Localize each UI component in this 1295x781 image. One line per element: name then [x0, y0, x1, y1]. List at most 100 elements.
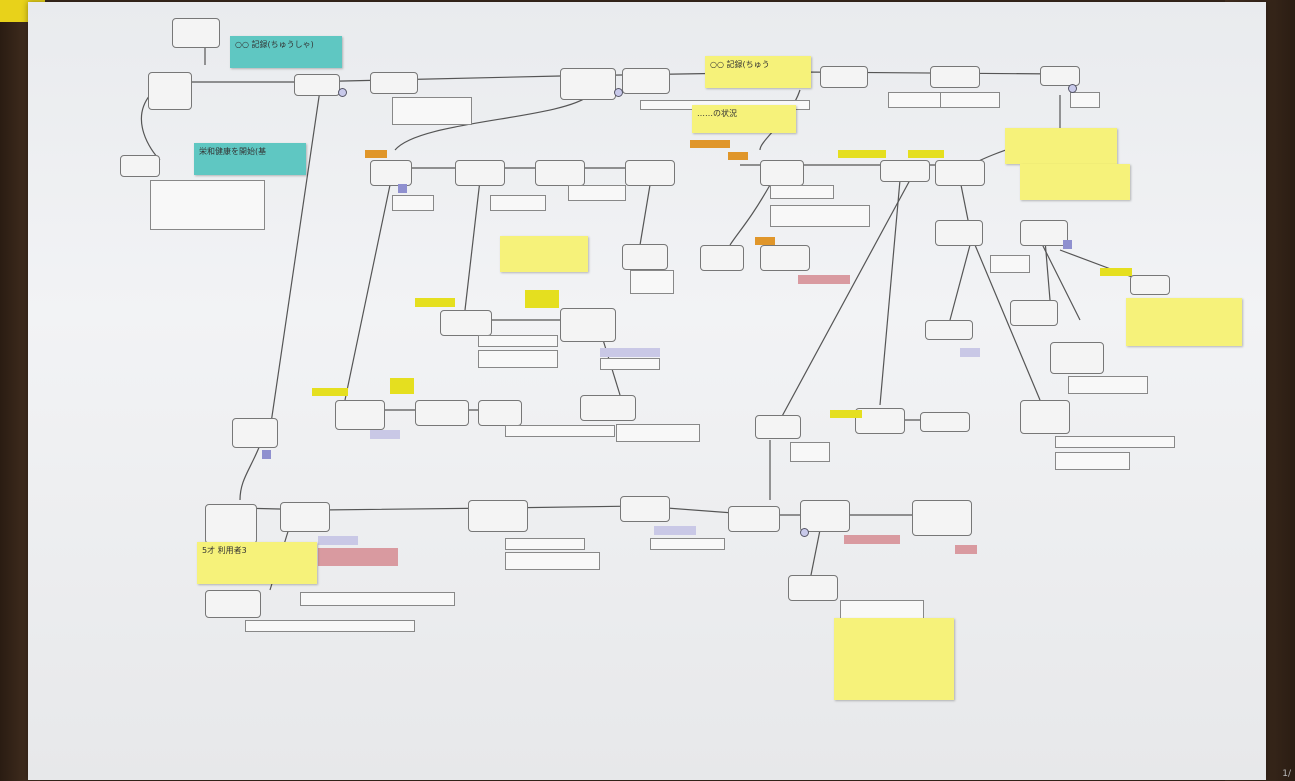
- yellow-tag: [838, 150, 886, 158]
- flow-node: [920, 412, 970, 432]
- flow-node: [478, 400, 522, 426]
- lavender-tag: [370, 430, 400, 439]
- flow-node: [1050, 342, 1104, 374]
- flow-note: [478, 350, 558, 368]
- flow-node: [232, 418, 278, 448]
- flow-note: [478, 335, 558, 347]
- lavender-tag: [318, 536, 358, 545]
- flow-note: [150, 180, 265, 230]
- flow-node: [280, 502, 330, 532]
- yellow-sticky-text: ……の状況: [697, 109, 737, 118]
- yellow-sticky-note: [834, 618, 954, 700]
- pink-tag: [798, 275, 850, 284]
- flow-note: [1070, 92, 1100, 108]
- yellow-tag: [1100, 268, 1132, 276]
- orange-tag: [365, 150, 387, 158]
- flow-node: [535, 160, 585, 186]
- yellow-sticky-note: ○○ 記録(ちゅう: [705, 56, 811, 88]
- flow-note: [1055, 436, 1175, 448]
- flow-note: [990, 255, 1030, 273]
- teal-sticky-note: ○○ 記録(ちゅうしゃ): [230, 36, 342, 68]
- teal-sticky-text: ○○ 記録(ちゅうしゃ): [235, 40, 314, 49]
- flow-note: [1068, 376, 1148, 394]
- flow-node: [1010, 300, 1058, 326]
- flow-node: [625, 160, 675, 186]
- marker-square: [262, 450, 271, 459]
- flow-node: [622, 68, 670, 94]
- marker-square: [398, 184, 407, 193]
- flow-note: [770, 185, 834, 199]
- flow-node: [1020, 400, 1070, 434]
- flow-node: [560, 68, 616, 100]
- flow-note: [568, 185, 626, 201]
- yellow-sticky-text: 5才 利用者3: [202, 546, 247, 555]
- flow-node: [1040, 66, 1080, 86]
- flow-node: [294, 74, 340, 96]
- flow-node: [560, 308, 616, 342]
- flow-node: [935, 160, 985, 186]
- flow-note: [245, 620, 415, 632]
- flow-node: [820, 66, 868, 88]
- flow-node: [728, 506, 780, 532]
- orange-tag: [690, 140, 730, 148]
- flow-note: [616, 424, 700, 442]
- flow-node: [760, 160, 804, 186]
- flow-node: [1020, 220, 1068, 246]
- flow-node: [880, 160, 930, 182]
- connector-dot: [338, 88, 347, 97]
- pink-tag: [318, 548, 398, 566]
- flow-note: [490, 195, 546, 211]
- flow-node: [455, 160, 505, 186]
- flow-node: [760, 245, 810, 271]
- flow-node: [580, 395, 636, 421]
- flow-note: [650, 538, 725, 550]
- flow-node: [415, 400, 469, 426]
- flow-node: [370, 72, 418, 94]
- yellow-sticky-note: 5才 利用者3: [197, 542, 317, 584]
- connector-dot: [800, 528, 809, 537]
- flow-node: [440, 310, 492, 336]
- flow-node: [205, 504, 257, 544]
- yellow-tag: [390, 378, 414, 394]
- lavender-tag: [960, 348, 980, 357]
- flow-note: [840, 600, 924, 620]
- flow-node: [468, 500, 528, 532]
- orange-tag: [755, 237, 775, 245]
- flow-note: [888, 92, 944, 108]
- flow-node: [925, 320, 973, 340]
- flow-node: [370, 160, 412, 186]
- yellow-tag: [830, 410, 862, 418]
- lavender-tag: [654, 526, 696, 535]
- flow-node: [205, 590, 261, 618]
- teal-sticky-text: 栄和健康を開始(基: [199, 147, 267, 156]
- yellow-sticky-note: ……の状況: [692, 105, 796, 133]
- teal-sticky-note: 栄和健康を開始(基: [194, 143, 306, 175]
- flow-note: [770, 205, 870, 227]
- flow-note: [392, 195, 434, 211]
- flow-note: [392, 97, 472, 125]
- flow-note: [600, 358, 660, 370]
- yellow-tag: [415, 298, 455, 307]
- orange-tag: [728, 152, 748, 160]
- flow-node: [855, 408, 905, 434]
- flow-node: [788, 575, 838, 601]
- flow-node: [120, 155, 160, 177]
- flow-node: [148, 72, 192, 110]
- flow-node: [935, 220, 983, 246]
- pink-tag: [955, 545, 977, 554]
- yellow-tag: [312, 388, 348, 396]
- flow-node: [620, 496, 670, 522]
- flow-node: [335, 400, 385, 430]
- flow-node: [700, 245, 744, 271]
- yellow-sticky-note: [1020, 164, 1130, 200]
- flow-note: [505, 425, 615, 437]
- connector-dot: [1068, 84, 1077, 93]
- flow-node: [930, 66, 980, 88]
- flow-node: [755, 415, 801, 439]
- flow-note: [505, 538, 585, 550]
- flow-note: [940, 92, 1000, 108]
- marker-square: [1063, 240, 1072, 249]
- yellow-sticky-note: [500, 236, 588, 272]
- page-number: 1/: [1282, 769, 1291, 779]
